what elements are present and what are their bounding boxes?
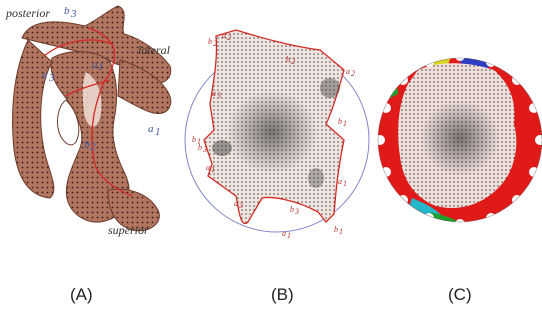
label-b2-top: b [286, 55, 290, 64]
panel-c: (C) [375, 48, 542, 304]
label-b2-top-sub: 2 [291, 57, 295, 66]
center-dense-region [226, 90, 318, 174]
shadow-bottom [308, 168, 324, 188]
label-b3-sub: 3 [70, 8, 77, 20]
label-b1-inv-right-sub: 1 [343, 119, 347, 128]
shadow-left [212, 140, 232, 156]
label-a3-left-sub: 3 [216, 91, 221, 100]
label-a3-sub: 3 [48, 72, 55, 84]
label-a3-left: a [212, 89, 216, 98]
label-b2-inv-sub: 2 [213, 39, 217, 48]
label-a1: a [148, 123, 154, 135]
label-a2-inv-sub: 2 [227, 33, 231, 42]
panel-a: posterior b 3 a 3 lateral a 1 b 2 superi… [5, 5, 171, 304]
label-a3-bottom: a [234, 199, 238, 208]
label-superior: superior [108, 223, 149, 237]
label-b3-bottom-sub: 3 [294, 207, 299, 216]
label-b3: b [64, 5, 70, 17]
label-a2-right: a [346, 67, 350, 76]
label-b3-left-sub: 3 [202, 145, 207, 154]
shadow-right [320, 78, 340, 98]
caption-a: (A) [70, 285, 93, 304]
label-a3: a [42, 69, 48, 81]
label-a2-right-sub: 2 [351, 69, 355, 78]
label-lateral: lateral [138, 43, 171, 57]
label-posterior: posterior [5, 6, 50, 20]
label-a1-top-sub: 1 [98, 61, 104, 73]
label-a1-inv-left-sub: 1 [211, 165, 215, 174]
label-a1-inv-right: a [338, 177, 342, 186]
label-a1-sub: 1 [155, 126, 161, 138]
label-a3-bottom-sub: 3 [238, 201, 243, 210]
caption-c: (C) [448, 285, 472, 304]
label-a1-inv-left: a [206, 163, 210, 172]
label-b2-sub: 2 [90, 141, 96, 153]
label-a1-inv-right-sub: 1 [343, 179, 347, 188]
label-a1-bottom-sub: 1 [287, 231, 291, 240]
label-a1-bottom: a [282, 229, 286, 238]
center-dense-region-c [420, 100, 500, 176]
label-b1-left: b [192, 135, 196, 144]
caption-b: (B) [271, 285, 294, 304]
label-b3-left: b [198, 143, 202, 152]
label-b2-inv: b [208, 37, 212, 46]
label-b1-right-sub: 1 [339, 227, 343, 236]
label-b1-inv-right: b [338, 117, 342, 126]
label-b3-bottom: b [290, 205, 294, 214]
label-a2-inv: a [222, 31, 226, 40]
panel-b: b 2 a 2 a 3 b 1 a 1 a 3 b 3 b 1 b 2 a 2 … [185, 30, 369, 304]
label-b1-right: b [334, 225, 338, 234]
